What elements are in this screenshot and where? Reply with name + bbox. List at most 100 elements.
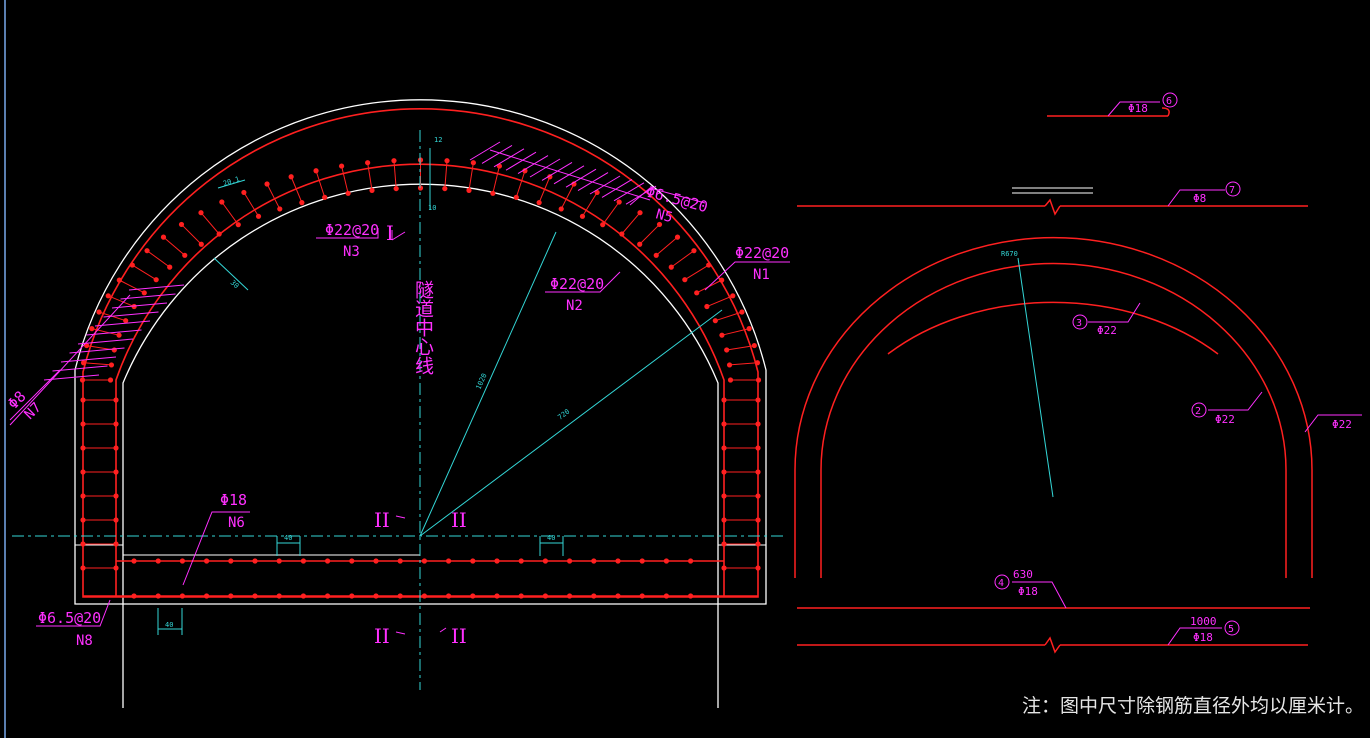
rebar-dot bbox=[345, 190, 351, 196]
tie-bar bbox=[221, 201, 239, 225]
bar2-dia: Φ22 bbox=[1215, 413, 1235, 426]
tie-bar bbox=[266, 183, 281, 210]
rebar-dot bbox=[594, 189, 600, 196]
rebar-dot bbox=[113, 469, 119, 475]
centerline-label: 隧道中心线 bbox=[412, 280, 434, 375]
rebar-dot bbox=[619, 231, 625, 237]
hatch-line bbox=[69, 347, 125, 354]
rebar-dot bbox=[730, 293, 736, 299]
rebar-dot bbox=[141, 290, 147, 296]
rebar-dot bbox=[691, 248, 697, 254]
rebar-dot bbox=[663, 593, 670, 599]
rebar-dot bbox=[674, 234, 681, 240]
tie-bar bbox=[639, 224, 660, 245]
tie-bar bbox=[602, 201, 620, 225]
rebar-dot bbox=[313, 168, 319, 174]
rebar-dot bbox=[558, 206, 564, 212]
rebar-dot bbox=[325, 558, 331, 564]
rebar-dot bbox=[470, 558, 476, 564]
rebar-dot bbox=[89, 326, 95, 332]
bar6-num-circle bbox=[1162, 92, 1178, 108]
rebar-dot bbox=[349, 593, 355, 599]
hatch-line bbox=[43, 374, 100, 381]
rebar-dot bbox=[391, 158, 397, 164]
rebar-dots bbox=[79, 157, 762, 599]
label-n2-dia: Φ22@20 bbox=[550, 275, 604, 293]
rebar-dot bbox=[421, 593, 427, 599]
label-n5-id: N5 bbox=[654, 206, 674, 226]
leader-n8 bbox=[36, 599, 111, 627]
tie-bar bbox=[515, 170, 526, 198]
rebar-dot bbox=[80, 421, 86, 427]
rebar-dot bbox=[719, 277, 725, 283]
rebar-dot bbox=[113, 421, 119, 427]
rebar-dot bbox=[712, 318, 718, 324]
rebar-dot bbox=[755, 445, 761, 451]
section-mark-ii-r: II bbox=[451, 508, 467, 532]
rebar-dot bbox=[216, 231, 222, 237]
leader-n3 bbox=[316, 228, 379, 239]
bar4-dia: Φ18 bbox=[1018, 585, 1038, 598]
section-mark-i: I bbox=[386, 221, 394, 245]
rebar-dot bbox=[518, 593, 524, 599]
rebar-dot bbox=[116, 332, 122, 338]
rebar-dot bbox=[113, 517, 119, 523]
rebar-dot bbox=[80, 445, 86, 451]
unit-note: 注：图中尺寸除钢筋直径外均以厘米计。 bbox=[1021, 695, 1364, 717]
rebar-dot bbox=[637, 241, 643, 247]
rebar-dot bbox=[276, 558, 282, 564]
bar5-num: 5 bbox=[1228, 624, 1234, 635]
rebar-dot bbox=[615, 558, 621, 564]
rebar-dot bbox=[444, 158, 450, 164]
label-n8-dia: Φ6.5@20 bbox=[38, 609, 101, 627]
section-mark-ii-l: II bbox=[374, 508, 390, 532]
rebar-dot bbox=[113, 541, 119, 547]
cut-i-h bbox=[391, 231, 406, 241]
rebar-dot bbox=[494, 558, 500, 564]
tie-bar bbox=[729, 362, 758, 366]
rebar-dot bbox=[84, 342, 90, 349]
rebar-dot bbox=[288, 174, 294, 180]
rebar-dot bbox=[113, 565, 119, 571]
rebar-dot bbox=[466, 187, 472, 193]
bar4-num: 4 bbox=[998, 578, 1004, 589]
rebar-dot bbox=[116, 277, 122, 283]
hatch-line bbox=[60, 356, 117, 363]
tie-bar bbox=[468, 162, 474, 191]
dim-30: 30 bbox=[229, 279, 241, 291]
bar1-arch bbox=[794, 236, 1313, 578]
hatch-line bbox=[128, 284, 185, 291]
hatch-line bbox=[529, 158, 561, 178]
rebar-dot bbox=[80, 517, 86, 523]
rebar-dot bbox=[179, 558, 185, 564]
rebar-dot bbox=[167, 264, 173, 270]
magenta-hatch bbox=[9, 141, 657, 426]
dim-r720: 720 bbox=[556, 408, 571, 422]
label-n5-dia: Φ6.5@20 bbox=[644, 182, 710, 216]
label-n1-id: N1 bbox=[753, 267, 770, 283]
bar7-break bbox=[1044, 198, 1061, 216]
dim-40-a-text: 40 bbox=[284, 534, 292, 542]
tie-bar bbox=[721, 328, 750, 336]
rebar-dot bbox=[726, 362, 733, 368]
rebar-dot bbox=[300, 593, 306, 599]
rebar-dot bbox=[277, 206, 283, 212]
leader-lines bbox=[9, 187, 790, 635]
arc-dim: R670 bbox=[1001, 250, 1018, 258]
rebar-dot bbox=[338, 163, 345, 169]
rebar-dot bbox=[719, 332, 725, 338]
rebar-dot bbox=[653, 252, 659, 258]
bar5-break bbox=[1044, 636, 1061, 654]
radius-1020 bbox=[419, 231, 557, 537]
rebar-dot bbox=[688, 558, 694, 564]
rebar-dot bbox=[80, 360, 87, 366]
rebar-dot bbox=[144, 248, 150, 254]
rebar-dot bbox=[369, 187, 375, 193]
rebar-dot bbox=[522, 168, 528, 174]
rebar-dot bbox=[490, 190, 496, 196]
label-n1-dia: Φ22@20 bbox=[735, 244, 789, 262]
tie-bar bbox=[492, 165, 500, 194]
tie-bar bbox=[108, 295, 135, 307]
hatch-line bbox=[481, 144, 513, 164]
rebar-dot bbox=[668, 264, 674, 270]
